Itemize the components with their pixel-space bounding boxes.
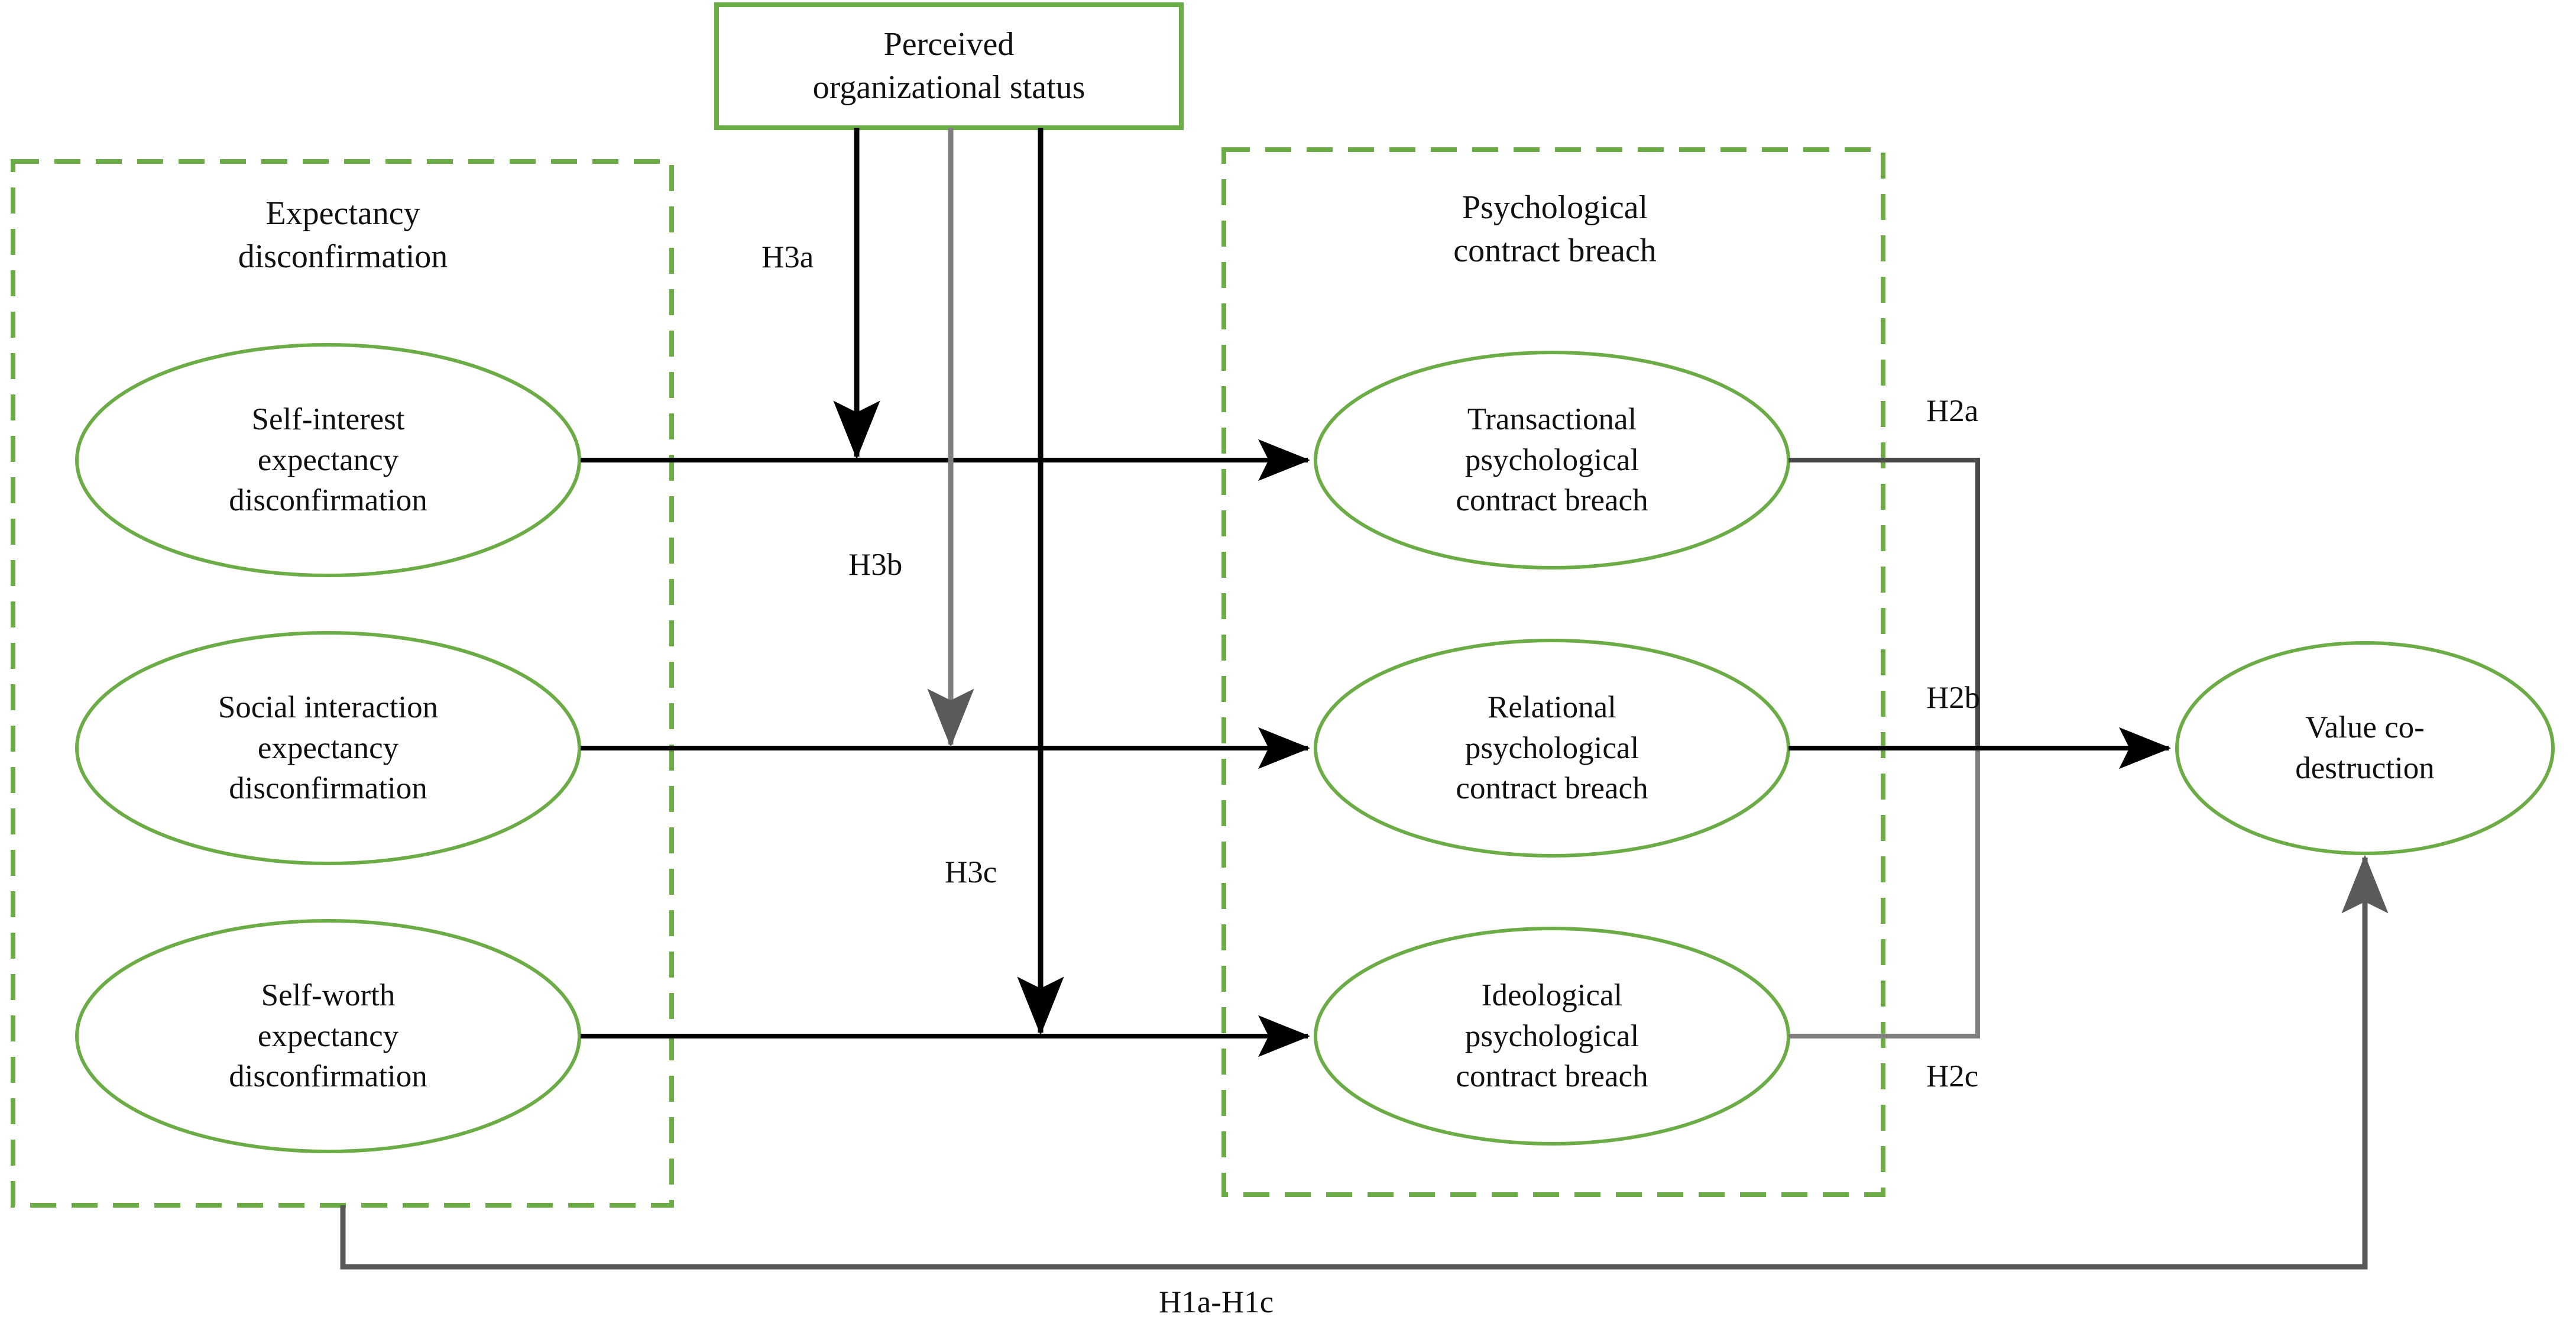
edge-label-h2a: H2a bbox=[1926, 394, 1979, 428]
moderator-box-outline bbox=[714, 2, 1184, 130]
ellipse-ideological bbox=[1314, 927, 1790, 1146]
edge-h1-left-group-to-outcome bbox=[340, 855, 2389, 1270]
left-group-title: Expectancy disconfirmation bbox=[238, 195, 448, 275]
ellipse-self-worth bbox=[75, 919, 581, 1153]
ellipse-relational bbox=[1314, 639, 1790, 858]
edge-label-h3c: H3c bbox=[945, 855, 997, 889]
ellipse-self-interest bbox=[75, 343, 581, 577]
right-group-title: Psychological contract breach bbox=[1453, 189, 1657, 269]
edge-label-h3b: H3b bbox=[848, 548, 903, 582]
edge-label-h2c: H2c bbox=[1926, 1059, 1979, 1093]
edge-label-h2b: H2b bbox=[1926, 681, 1981, 715]
right-group-dashed-box bbox=[1221, 147, 1885, 1197]
ellipse-social-interaction bbox=[75, 631, 581, 865]
edge-label-h3a: H3a bbox=[762, 240, 814, 274]
edge-h2c-ideological-to-outcome bbox=[1788, 748, 1980, 1038]
edge-h2a-transactional-to-outcome bbox=[1788, 458, 1980, 748]
ellipse-value-co-destruction bbox=[2175, 641, 2555, 855]
ellipse-transactional bbox=[1314, 351, 1790, 570]
edge-label-h1a-h1c: H1a-H1c bbox=[1159, 1285, 1274, 1319]
